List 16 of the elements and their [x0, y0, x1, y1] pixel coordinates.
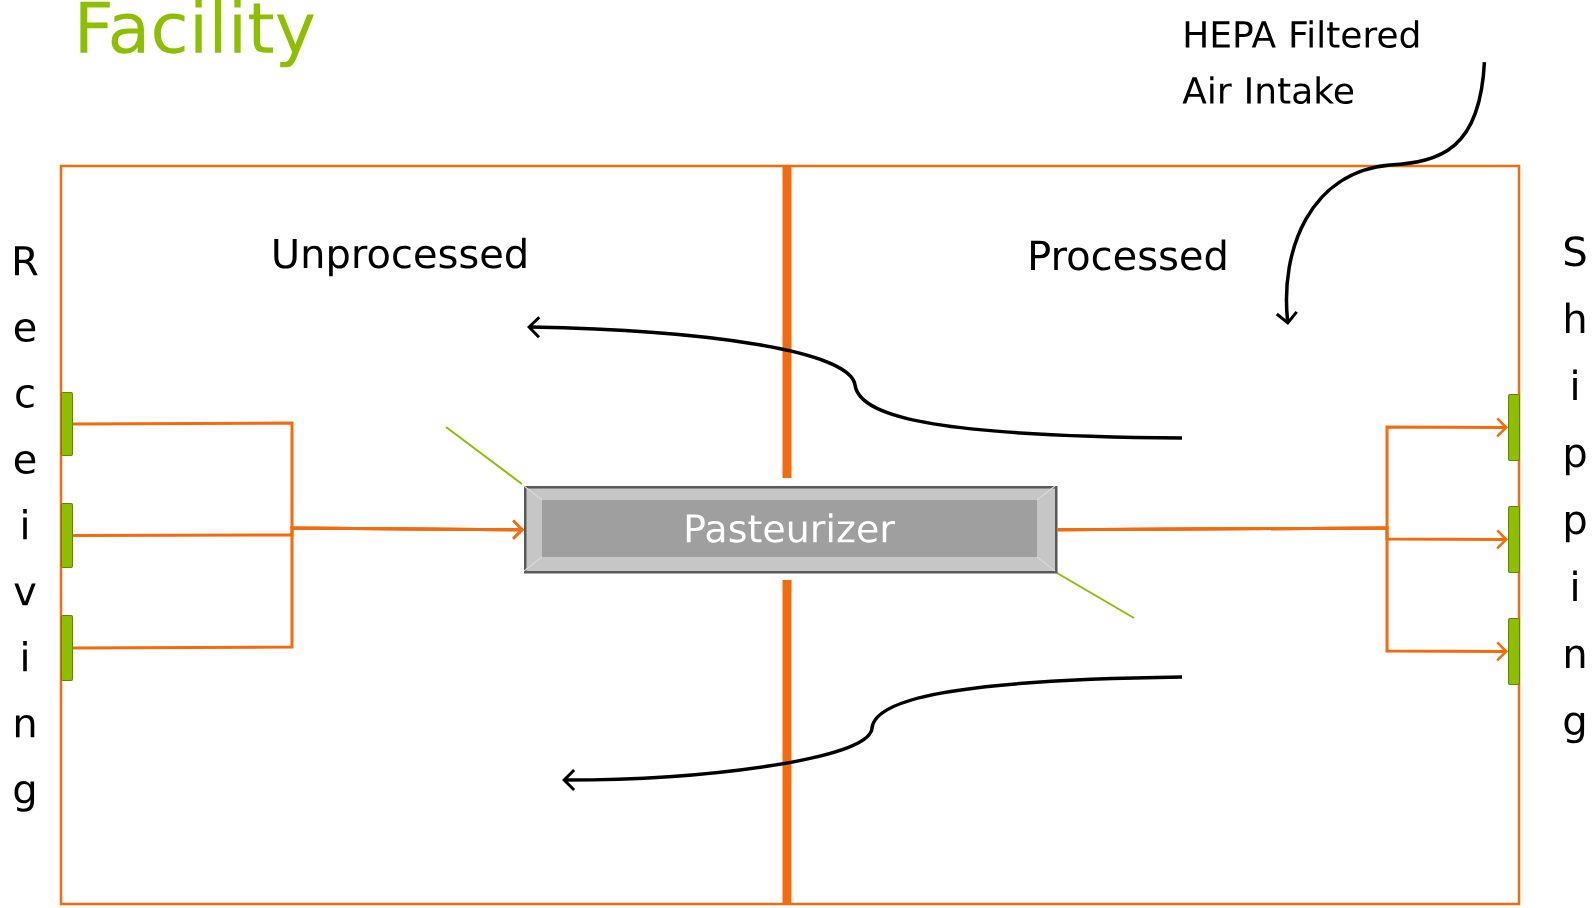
- door-bar: [1508, 394, 1520, 461]
- door-bar: [61, 392, 73, 456]
- side-label: Shipping: [1564, 236, 1586, 744]
- side-label: Receiving: [14, 246, 38, 812]
- arrow: [1057, 526, 1508, 662]
- door-bar: [1508, 618, 1520, 685]
- zone-heading: Unprocessed: [274, 237, 526, 277]
- pasteurizer-box: Pasteurizer: [523, 485, 1058, 574]
- door-bar: [61, 503, 73, 568]
- title: Facility: [80, 0, 314, 68]
- zone-heading: Processed: [1031, 239, 1226, 271]
- door-bar: [61, 615, 73, 681]
- arrow: [1275, 61, 1487, 325]
- door-bar: [1508, 506, 1520, 573]
- intake-label: HEPA Filtered Air Intake: [1182, 20, 1419, 105]
- arrow: [73, 519, 524, 650]
